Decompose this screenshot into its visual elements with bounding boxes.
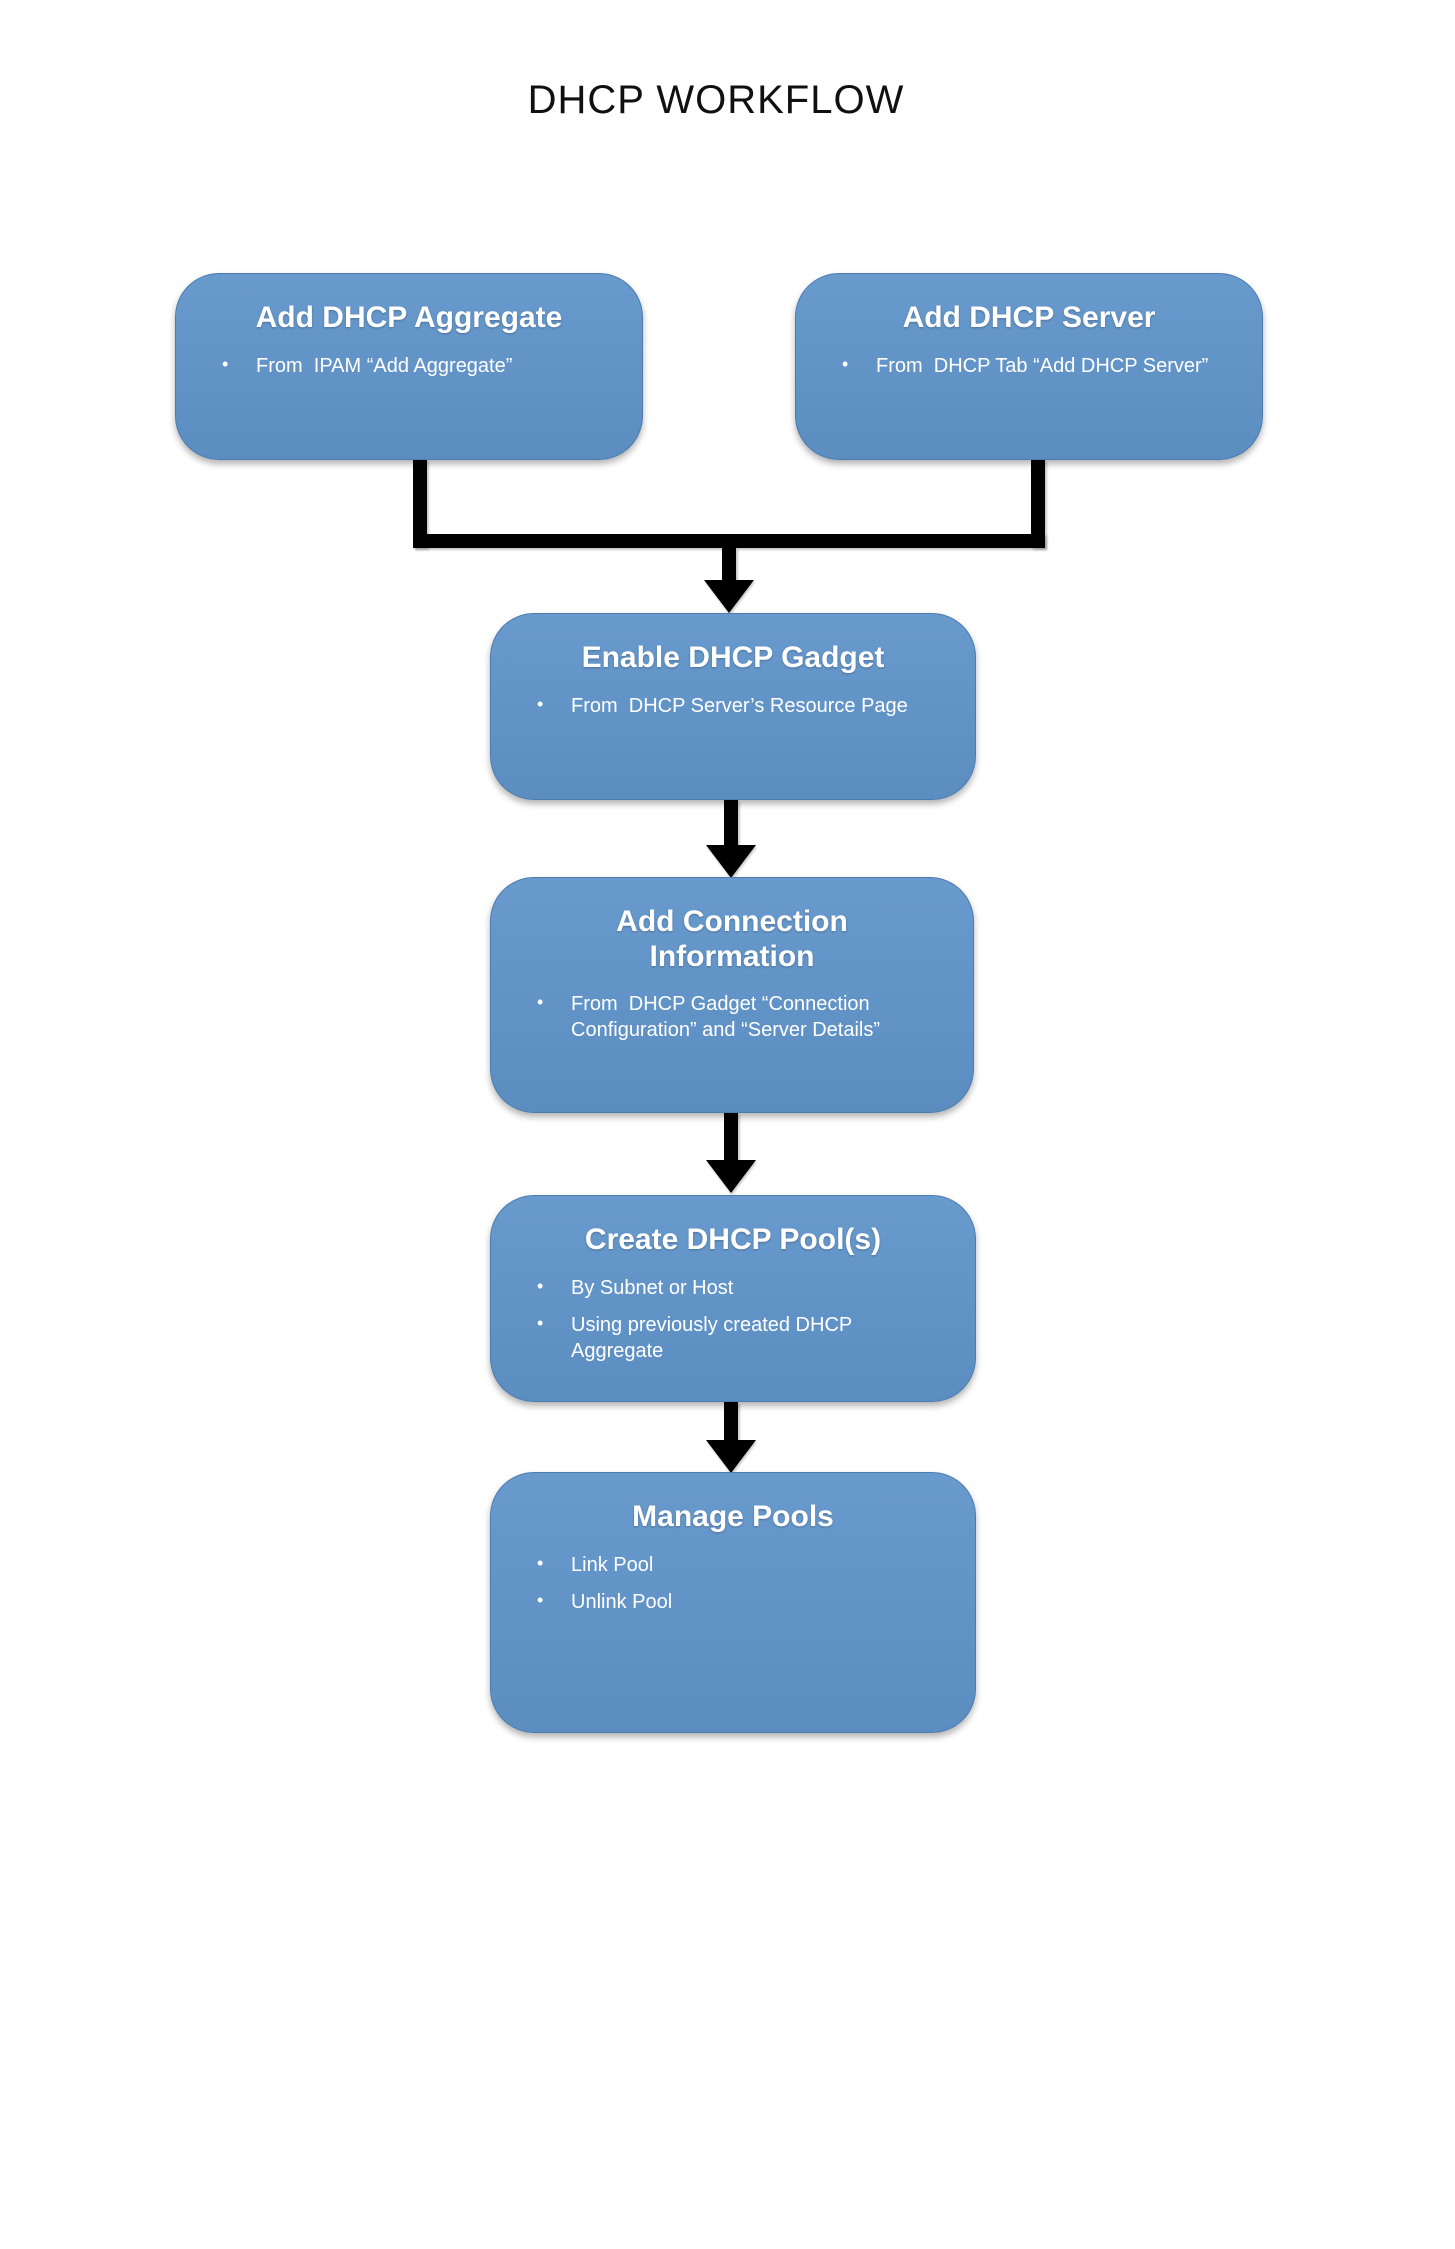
node-bullet-list: • From DHCP Tab “Add DHCP Server” <box>796 353 1262 379</box>
bullet-marker: • <box>537 1552 544 1573</box>
node-bullet-list: • Link Pool • Unlink Pool <box>491 1552 975 1615</box>
bullet-item: • Unlink Pool <box>537 1589 951 1615</box>
flow-node-enable-dhcp-gadget: Enable DHCP Gadget • From DHCP Server’s … <box>490 613 976 800</box>
bullet-text: By Subnet or Host <box>571 1276 734 1299</box>
node-heading: Add Connection Information <box>616 905 848 973</box>
arrow-down-icon <box>706 1160 756 1193</box>
connector-merge-arrow-shaft <box>722 548 736 581</box>
bullet-item: • By Subnet or Host <box>537 1275 951 1301</box>
bullet-text: From IPAM “Add Aggregate” <box>256 354 513 377</box>
bullet-marker: • <box>537 1312 544 1333</box>
bullet-marker: • <box>842 353 849 374</box>
bullet-text: From DHCP Tab “Add DHCP Server” <box>876 354 1209 377</box>
connector-line-right-vertical <box>1031 460 1045 548</box>
flow-node-add-connection-information: Add Connection Information • From DHCP G… <box>490 877 974 1113</box>
node-heading: Create DHCP Pool(s) <box>584 1223 882 1256</box>
arrow-down-icon <box>706 845 756 878</box>
node-heading: Add DHCP Server <box>902 301 1156 334</box>
bullet-item: • Using previously created DHCP Aggregat… <box>537 1312 951 1364</box>
flow-node-add-dhcp-aggregate: Add DHCP Aggregate • From IPAM “Add Aggr… <box>175 273 643 460</box>
diagram-title: DHCP WORKFLOW <box>527 78 905 122</box>
node-bullet-list: • By Subnet or Host • Using previously c… <box>491 1275 975 1364</box>
arrow-down-icon <box>706 1440 756 1473</box>
connector-arrow-shaft <box>724 1113 738 1161</box>
connector-line-horizontal-bar <box>413 534 1045 548</box>
arrow-down-icon <box>704 580 754 613</box>
bullet-item: • From DHCP Gadget “Connection Configura… <box>537 991 949 1043</box>
bullet-item: • From IPAM “Add Aggregate” <box>222 353 618 379</box>
node-bullet-list: • From DHCP Gadget “Connection Configura… <box>491 991 973 1043</box>
bullet-marker: • <box>537 992 544 1012</box>
connector-arrow-shaft <box>724 1402 738 1441</box>
bullet-item: • From DHCP Tab “Add DHCP Server” <box>842 353 1238 379</box>
connector-arrow-shaft <box>724 800 738 846</box>
bullet-text: From DHCP Gadget “Connection Configurati… <box>571 993 881 1041</box>
connector-line-left-vertical <box>413 460 427 548</box>
bullet-item: • From DHCP Server’s Resource Page <box>537 693 951 719</box>
bullet-text: From DHCP Server’s Resource Page <box>571 694 908 717</box>
bullet-text: Link Pool <box>571 1553 654 1576</box>
flow-node-add-dhcp-server: Add DHCP Server • From DHCP Tab “Add DHC… <box>795 273 1263 460</box>
node-heading: Manage Pools <box>632 1500 834 1533</box>
flow-node-manage-pools: Manage Pools • Link Pool • Unlink Pool <box>490 1472 976 1733</box>
node-bullet-list: • From IPAM “Add Aggregate” <box>176 353 642 379</box>
bullet-item: • Link Pool <box>537 1552 951 1578</box>
bullet-marker: • <box>537 1589 544 1610</box>
bullet-marker: • <box>222 353 229 374</box>
bullet-text: Using previously created DHCP Aggregate <box>571 1313 857 1362</box>
node-heading: Add DHCP Aggregate <box>255 301 563 334</box>
flow-node-create-dhcp-pools: Create DHCP Pool(s) • By Subnet or Host … <box>490 1195 976 1402</box>
node-heading: Enable DHCP Gadget <box>581 641 885 674</box>
node-bullet-list: • From DHCP Server’s Resource Page <box>491 693 975 719</box>
bullet-marker: • <box>537 693 544 714</box>
bullet-marker: • <box>537 1275 544 1296</box>
bullet-text: Unlink Pool <box>571 1590 673 1613</box>
